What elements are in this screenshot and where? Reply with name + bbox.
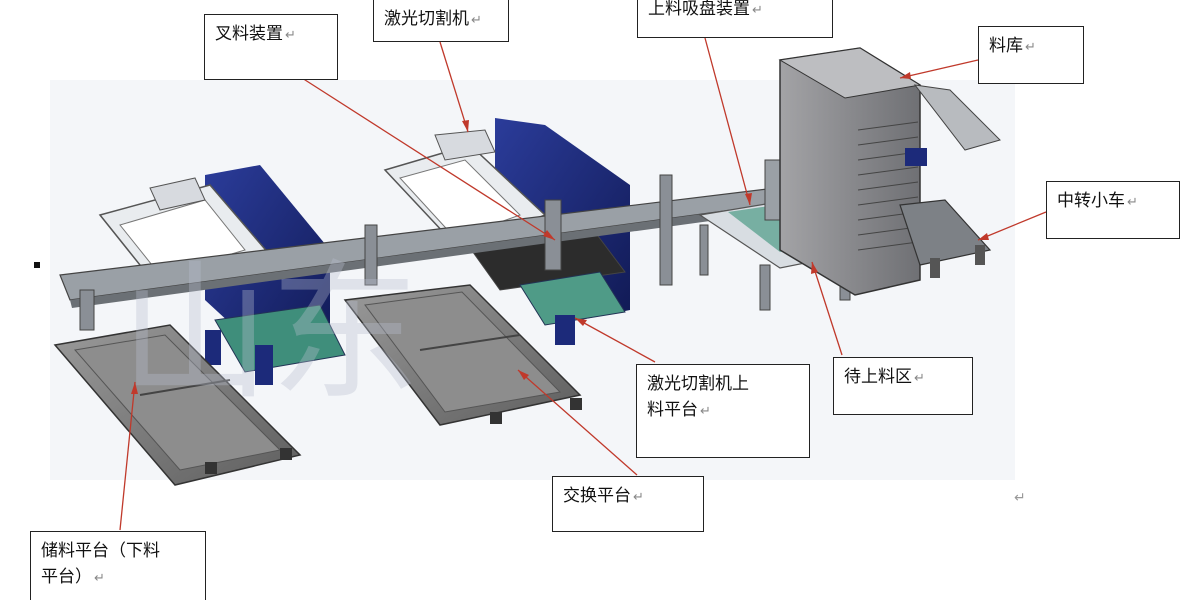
label-laser-cutter: 激光切割机↵ — [373, 0, 509, 42]
label-suction-loader: 上料吸盘装置↵ — [637, 0, 833, 38]
pointer-exchange — [517, 369, 638, 476]
pointer-lines — [119, 37, 1047, 531]
transfer-cart — [899, 199, 992, 278]
label-fork-device: 叉料装置↵ — [204, 14, 338, 80]
pointer-suction — [704, 37, 751, 206]
watermark: 山东 — [120, 247, 420, 421]
pointer-warehouse — [899, 59, 979, 79]
label-storage-platform: 储料平台（下料 平台）↵ — [30, 531, 206, 600]
pointer-laser — [439, 41, 469, 133]
pointer-storage — [119, 381, 136, 531]
label-laser-loading-platform: 激光切割机上 料平台↵ — [636, 364, 810, 458]
storage-platform — [53, 324, 302, 486]
label-transfer-cart: 中转小车↵ — [1046, 181, 1180, 239]
pointer-waiting — [811, 261, 843, 356]
label-exchange-platform: 交换平台↵ — [552, 476, 704, 532]
stray-return-mark: ↵ — [1014, 490, 1026, 506]
pointer-cart — [977, 211, 1047, 241]
label-warehouse: 料库↵ — [978, 26, 1084, 84]
gantry-rail — [59, 174, 806, 331]
exchange-platform — [343, 284, 582, 426]
bullet-mark — [34, 262, 40, 268]
pointer-heads — [131, 72, 989, 394]
label-waiting-area: 待上料区↵ — [833, 357, 973, 415]
pointer-fork — [301, 77, 556, 241]
material-warehouse — [778, 47, 1001, 296]
pointer-laser-loading — [574, 317, 656, 363]
